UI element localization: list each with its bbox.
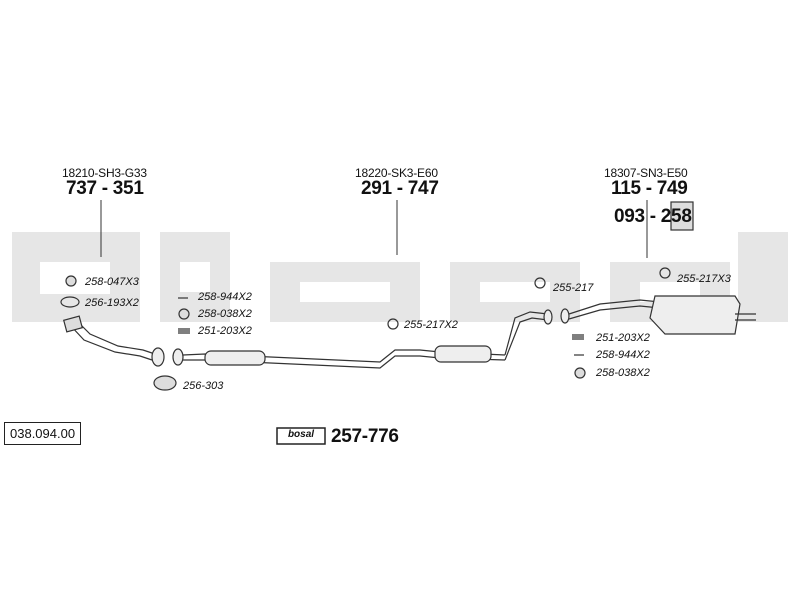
oe-number-front: 18210-SH3-G33 [62,166,147,180]
fitting-label: 258-038X2 [198,308,252,320]
fitting-label: 256-193X2 [85,297,139,309]
nut-icon [65,275,77,287]
leader-lines [100,200,648,258]
clamp-icon [534,277,546,289]
clamp-icon [659,267,671,279]
front-pipe [62,315,165,367]
clamp-icon [387,318,399,330]
part-number-middle-silencer: 291 - 747 [361,178,439,199]
fitting-label: 255-217 [553,282,594,294]
fitting-label: 258-944X2 [198,291,252,303]
fitting-label: 256-303 [183,380,224,392]
fitting-label: 258-944X2 [596,349,650,361]
fitting-label: 258-038X2 [596,367,650,379]
spring-icon [572,334,584,340]
spring-icon [178,328,190,334]
fitting-label: 258-047X3 [85,276,139,288]
nut-icon [178,308,190,320]
ring-icon [153,375,177,391]
rear-silencer [560,295,756,335]
part-number-front-pipe: 737 - 351 [66,178,144,199]
fitting-label: 251-203X2 [596,332,650,344]
fitting-label: 251-203X2 [198,325,252,337]
reference-number: 038.094.00 [4,422,82,445]
gasket-icon [60,296,80,308]
kit-logo-text: bosal [287,429,315,440]
part-number-kit: 257-776 [331,426,399,447]
middle-silencer [172,309,553,369]
oe-number-rear: 18307-SN3-E50 [604,166,688,180]
part-number-bracket: 093 - 258 [614,206,692,227]
kit-logo-box [276,427,326,445]
fitting-label: 255-217X2 [404,319,458,331]
oe-number-middle: 18220-SK3-E60 [355,166,438,180]
bracket-icon [670,201,694,231]
nut-icon [574,367,586,379]
part-number-rear-silencer: 115 - 749 [611,178,688,199]
fitting-label: 255-217X3 [677,273,731,285]
